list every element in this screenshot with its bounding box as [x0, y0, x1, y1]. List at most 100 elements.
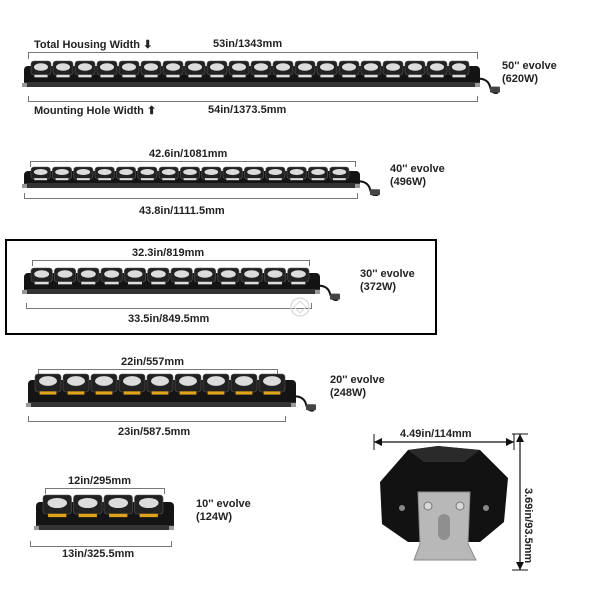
led-module	[30, 60, 52, 78]
side-profile-view	[373, 433, 528, 571]
led-module	[52, 60, 74, 78]
led-module	[184, 60, 206, 78]
mounting-width-value: 54in/1373.5mm	[208, 104, 287, 116]
dimension-line	[28, 52, 478, 59]
led-module	[240, 267, 263, 285]
led-module	[73, 494, 103, 518]
arrow-up-icon: ⬆	[146, 105, 157, 117]
model-label: 10'' evolve(124W)	[196, 498, 251, 523]
watermark-logo-icon	[290, 297, 310, 317]
top-width-value: 22in/557mm	[121, 356, 184, 368]
led-module	[286, 166, 307, 181]
side-width-value: 4.49in/114mm	[400, 428, 472, 440]
light-bar-10	[34, 494, 174, 530]
led-module	[90, 373, 118, 395]
mounting-width-label: Mounting Hole Width ⬆	[34, 105, 157, 117]
model-label: 20'' evolve(248W)	[330, 374, 385, 399]
bottom-width-value: 43.8in/1111.5mm	[139, 205, 225, 217]
led-module	[52, 166, 72, 181]
highlight-box	[5, 239, 437, 335]
light-bar-40	[22, 166, 380, 196]
led-module	[116, 166, 136, 181]
led-module	[170, 267, 193, 285]
led-module	[258, 373, 286, 395]
watermark	[270, 296, 330, 320]
led-module	[62, 373, 90, 395]
led-module	[287, 267, 310, 285]
dimension-line	[26, 303, 312, 309]
led-module	[230, 373, 258, 395]
led-module	[73, 166, 94, 181]
housing-width-value: 53in/1343mm	[213, 38, 283, 50]
light-bar-20	[26, 373, 316, 412]
led-module	[162, 60, 184, 78]
led-module	[180, 166, 200, 181]
led-module	[100, 267, 123, 285]
housing-width-label: Total Housing Width ⬇	[34, 39, 153, 51]
dimension-line	[45, 488, 165, 494]
led-module	[272, 60, 294, 78]
led-module	[96, 60, 118, 78]
led-module	[103, 494, 133, 518]
led-module	[244, 166, 264, 181]
dimension-line	[32, 260, 310, 266]
led-module	[316, 60, 338, 78]
led-module	[134, 494, 164, 518]
led-module	[140, 60, 162, 78]
led-module	[74, 60, 96, 78]
led-module	[265, 166, 286, 181]
model-label: 40'' evolve(496W)	[390, 163, 445, 188]
led-module	[137, 166, 158, 181]
dimension-line	[30, 161, 356, 167]
bottom-width-value: 33.5in/849.5mm	[128, 313, 210, 325]
top-width-value: 32.3in/819mm	[132, 247, 205, 259]
bottom-width-value: 23in/587.5mm	[118, 426, 191, 438]
led-module	[77, 267, 100, 285]
led-module	[124, 267, 146, 285]
led-module	[338, 60, 360, 78]
light-bar-30	[22, 267, 340, 301]
model-label: 30'' evolve(372W)	[360, 268, 415, 293]
dimension-line	[30, 541, 172, 547]
led-module	[404, 60, 426, 78]
dimension-line	[28, 96, 478, 102]
led-module	[382, 60, 404, 78]
led-module	[34, 373, 62, 395]
top-width-value: 12in/295mm	[68, 475, 131, 487]
led-module	[158, 166, 179, 181]
top-width-value: 42.6in/1081mm	[149, 148, 228, 160]
led-module	[222, 166, 243, 181]
dimension-line	[28, 416, 286, 422]
led-module	[294, 60, 316, 78]
side-height-value: 3.69in/93.5mm	[522, 488, 534, 564]
led-module	[206, 60, 228, 78]
led-module	[174, 373, 202, 395]
dimension-line	[38, 369, 278, 375]
led-module	[147, 267, 170, 285]
led-module	[94, 166, 115, 181]
led-module	[308, 166, 328, 181]
led-module	[118, 60, 140, 78]
led-module	[146, 373, 174, 395]
led-module	[228, 60, 250, 78]
led-module	[217, 267, 240, 285]
led-module	[250, 60, 272, 78]
bottom-width-value: 13in/325.5mm	[62, 548, 135, 560]
dimension-line	[24, 193, 358, 199]
led-module	[426, 60, 448, 78]
led-module	[448, 60, 470, 78]
led-module	[30, 166, 51, 181]
led-module	[194, 267, 216, 285]
model-label: 50'' evolve(620W)	[502, 60, 557, 85]
led-module	[54, 267, 76, 285]
led-module	[329, 166, 350, 181]
led-module	[118, 373, 146, 395]
arrow-down-icon: ⬇	[143, 39, 153, 51]
led-module	[30, 267, 53, 285]
led-module	[360, 60, 382, 78]
led-module	[202, 373, 230, 395]
led-module	[42, 494, 72, 518]
led-module	[201, 166, 222, 181]
led-module	[264, 267, 286, 285]
light-bar-50	[22, 60, 500, 94]
